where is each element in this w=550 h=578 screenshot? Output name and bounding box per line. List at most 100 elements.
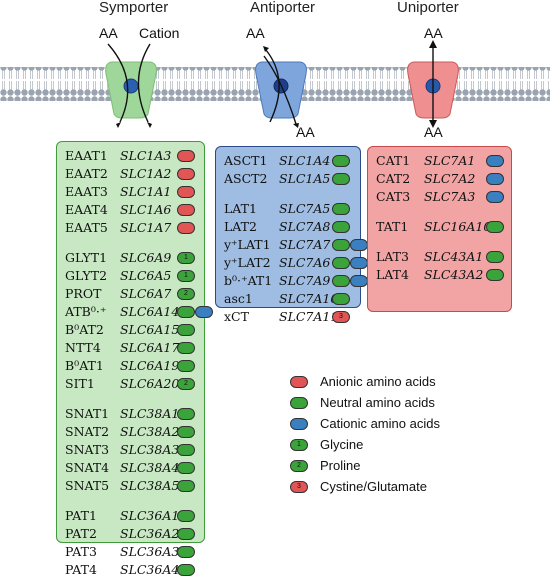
symporter-aa-label: AA bbox=[99, 25, 118, 41]
symporter-protein bbox=[105, 43, 157, 128]
green-substrate-badge bbox=[177, 426, 195, 438]
transporter-name: asc1 bbox=[224, 291, 253, 306]
transporter-row: SNAT1 SLC38A1 bbox=[65, 406, 202, 422]
transporter-name: CAT1 bbox=[376, 153, 411, 168]
gene-name: SLC36A2 bbox=[120, 526, 180, 541]
gene-name: SLC6A20 bbox=[120, 376, 180, 391]
gene-name: SLC7A1 bbox=[424, 153, 476, 168]
uniporter-header: Uniporter bbox=[397, 0, 459, 16]
red-substrate-badge bbox=[177, 186, 195, 198]
gene-name: SLC38A4 bbox=[120, 460, 180, 475]
legend-label: Anionic amino acids bbox=[320, 374, 436, 389]
gene-name: SLC6A5 bbox=[120, 268, 172, 283]
gene-name: SLC7A10 bbox=[279, 291, 339, 306]
transporter-row: PAT2 SLC36A2 bbox=[65, 526, 202, 542]
green-substrate-badge bbox=[332, 239, 350, 251]
green-substrate-badge bbox=[332, 221, 350, 233]
green-substrate-badge bbox=[177, 408, 195, 420]
red-legend-swatch bbox=[290, 376, 308, 388]
legend-label: Proline bbox=[320, 458, 361, 473]
transporter-row: NTT4 SLC6A17 bbox=[65, 340, 202, 356]
green-substrate-badge bbox=[332, 173, 350, 185]
red-substrate-badge bbox=[177, 150, 195, 162]
gene-name: SLC7A6 bbox=[279, 255, 331, 270]
antiporter-top-aa-label: AA bbox=[246, 25, 265, 41]
transporter-name: GLYT1 bbox=[65, 250, 108, 265]
green-legend-swatch bbox=[290, 397, 308, 409]
transporter-name: y⁺LAT1 bbox=[224, 237, 271, 252]
green-substrate-badge: 1 bbox=[177, 252, 195, 264]
transporter-name: ATB⁰·⁺ bbox=[65, 304, 107, 319]
transporter-name: SIT1 bbox=[65, 376, 95, 391]
transporter-name: SNAT2 bbox=[65, 424, 110, 439]
transporter-name: ASCT1 bbox=[224, 153, 268, 168]
blue-substrate-badge bbox=[350, 275, 368, 287]
gene-name: SLC38A1 bbox=[120, 406, 180, 421]
green-substrate-badge bbox=[177, 510, 195, 522]
red-legend-swatch: 3 bbox=[290, 481, 308, 493]
transporter-row: B⁰AT1 SLC6A19 bbox=[65, 358, 202, 374]
transporter-name: TAT1 bbox=[376, 219, 409, 234]
transporter-name: EAAT4 bbox=[65, 202, 108, 217]
blue-substrate-badge bbox=[486, 191, 504, 203]
gene-name: SLC7A9 bbox=[279, 273, 331, 288]
red-substrate-badge bbox=[177, 204, 195, 216]
green-substrate-badge bbox=[486, 269, 504, 281]
green-substrate-badge: 2 bbox=[177, 288, 195, 300]
green-legend-swatch: 2 bbox=[290, 460, 308, 472]
transporter-row: CAT1 SLC7A1 bbox=[376, 153, 509, 169]
transporter-name: B⁰AT2 bbox=[65, 322, 104, 337]
transporter-row: PROT SLC6A7 2 bbox=[65, 286, 202, 302]
transporter-name: EAAT2 bbox=[65, 166, 108, 181]
transporter-name: LAT4 bbox=[376, 267, 409, 282]
gene-name: SLC6A19 bbox=[120, 358, 180, 373]
blue-substrate-badge bbox=[195, 306, 213, 318]
transporter-name: SNAT3 bbox=[65, 442, 110, 457]
legend-label: Cationic amino acids bbox=[320, 416, 440, 431]
gene-name: SLC43A2 bbox=[424, 267, 484, 282]
gene-name: SLC38A5 bbox=[120, 478, 180, 493]
gene-name: SLC43A1 bbox=[424, 249, 484, 264]
transporter-row: SNAT2 SLC38A2 bbox=[65, 424, 202, 440]
gene-name: SLC6A14 bbox=[120, 304, 180, 319]
blue-legend-swatch bbox=[290, 418, 308, 430]
transporter-name: SNAT1 bbox=[65, 406, 110, 421]
uniporter-top-aa-label: AA bbox=[424, 25, 443, 41]
transporter-name: PROT bbox=[65, 286, 102, 301]
green-substrate-badge bbox=[332, 293, 350, 305]
gene-name: SLC6A17 bbox=[120, 340, 180, 355]
legend-label: Neutral amino acids bbox=[320, 395, 435, 410]
transporter-name: CAT2 bbox=[376, 171, 411, 186]
gene-name: SLC1A5 bbox=[279, 171, 331, 186]
transporter-name: PAT3 bbox=[65, 544, 97, 559]
green-substrate-badge bbox=[332, 257, 350, 269]
transporter-name: B⁰AT1 bbox=[65, 358, 104, 373]
transporter-name: NTT4 bbox=[65, 340, 101, 355]
gene-name: SLC38A2 bbox=[120, 424, 180, 439]
green-substrate-badge bbox=[332, 275, 350, 287]
transporter-name: EAAT1 bbox=[65, 148, 108, 163]
gene-name: SLC1A4 bbox=[279, 153, 331, 168]
gene-name: SLC6A7 bbox=[120, 286, 172, 301]
transporter-row: PAT3 SLC36A3 bbox=[65, 544, 202, 560]
green-substrate-badge bbox=[177, 462, 195, 474]
gene-name: SLC16A10 bbox=[424, 219, 492, 234]
gene-name: SLC36A3 bbox=[120, 544, 180, 559]
red-substrate-badge bbox=[177, 168, 195, 180]
gene-name: SLC1A6 bbox=[120, 202, 172, 217]
transporter-name: ASCT2 bbox=[224, 171, 268, 186]
transporter-name: PAT2 bbox=[65, 526, 97, 541]
transporter-name: SNAT5 bbox=[65, 478, 110, 493]
